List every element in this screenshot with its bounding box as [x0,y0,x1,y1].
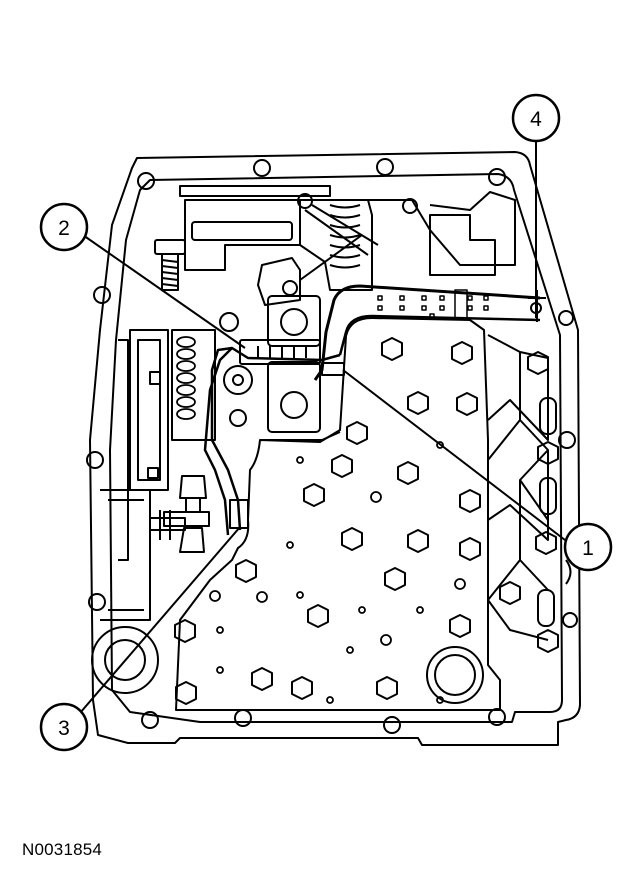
wire-harness-main [313,284,541,381]
figure-reference-code: N0031854 [22,840,103,859]
left-plate-tab [149,371,161,385]
left-rail [118,339,129,561]
right-curved-clip [565,559,572,585]
valve-body-edge [260,431,341,441]
main-round-port-inner [434,654,476,696]
left-plate-outline [129,329,169,491]
solenoid-wheel-hub [232,374,244,386]
main-round-port [426,646,484,704]
solenoid-bracket [257,257,301,306]
case-outer-outline [89,151,581,746]
harness-connector-upper [321,362,345,376]
spring-stack [329,204,361,269]
solenoid-clip [229,409,247,427]
callout-4-circle [511,93,561,143]
leader-line-2 [79,232,246,349]
coil-rings [176,336,196,420]
shift-rod [163,511,210,527]
pump-boss-outer [91,626,159,694]
leader-line-3 [79,526,241,714]
right-lattice-hex [499,351,559,653]
valve-body-hex-bolts [174,337,481,705]
case-inner-outline [109,173,563,723]
callout-1-label: 1 [582,537,594,560]
connector-pins [257,346,307,358]
right-top-plate [429,214,496,276]
right-oblong-ports [537,397,557,627]
leader-line-1 [342,369,566,541]
upper-round-boss [219,312,239,332]
solenoid-wheel [223,365,253,395]
left-tube [100,489,151,621]
shift-fitting-upper [179,475,207,513]
solenoid-upper-port [280,308,308,336]
wire-harness-inner [338,314,541,356]
callout-2-circle [39,202,89,252]
link-rod [299,204,379,281]
bracket-pivot [402,198,418,214]
wire-left-branch [203,347,233,536]
top-rail [179,185,331,197]
bracket-bolt [282,280,298,296]
bracket-arm [368,191,516,266]
callout-3-circle [39,702,89,752]
pump-boss-inner [104,639,146,681]
callout-3-label: 3 [58,717,70,740]
left-plate-inner [137,339,161,481]
callout-4-label: 4 [530,108,542,131]
bolt-thread [161,253,179,291]
callout-2-label: 2 [58,217,70,240]
shift-fitting-lower [179,527,205,553]
upper-pivot [297,193,313,209]
solenoid-lower-port [280,391,308,419]
harness-dots [377,289,489,319]
left-tube-detail [108,499,144,611]
bolt-head [154,239,186,255]
solenoid-lower [267,361,321,433]
upper-slot [191,221,293,241]
left-plate-tab-lower [147,467,159,479]
callout-1-circle [563,522,613,572]
accumulator-bracket [299,199,373,291]
valve-body-plate [175,317,501,711]
spring-coil-stack [171,329,216,441]
valve-body-small-holes [209,441,466,704]
